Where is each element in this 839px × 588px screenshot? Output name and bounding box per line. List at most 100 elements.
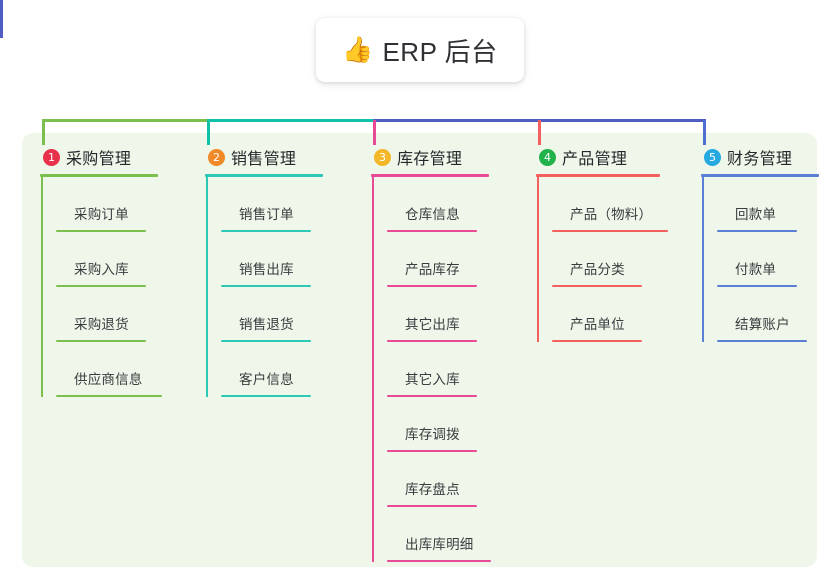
list-item-label: 供应商信息 <box>74 372 143 387</box>
branch-item-list: 采购订单采购入库采购退货供应商信息 <box>40 177 162 397</box>
thumbs-up-icon: 👍 <box>342 35 374 64</box>
branch-title: 库存管理 <box>397 151 463 168</box>
connector-stub <box>42 120 45 145</box>
root-node-card[interactable]: 👍 ERP 后台 <box>316 18 524 82</box>
connector-stub <box>373 120 376 145</box>
list-item-label: 出库库明细 <box>405 537 474 552</box>
list-item[interactable]: 其它入库 <box>387 342 489 397</box>
list-item[interactable]: 产品分类 <box>552 232 660 287</box>
root-connector-stem <box>0 0 3 38</box>
list-item-rule <box>552 340 642 342</box>
branch-header-rule <box>536 174 660 177</box>
list-item-rule <box>221 395 311 397</box>
list-item-rule <box>56 395 162 397</box>
branch-header[interactable]: 5 财务管理 <box>701 145 819 169</box>
connector-stub <box>207 120 210 145</box>
list-item-label: 产品库存 <box>405 262 460 277</box>
branch-header[interactable]: 3 库存管理 <box>371 145 489 169</box>
list-item-rule <box>56 230 146 232</box>
branch-header[interactable]: 2 销售管理 <box>205 145 323 169</box>
list-item[interactable]: 库存调拨 <box>387 397 489 452</box>
branch-spine <box>537 177 539 342</box>
branch-header[interactable]: 4 产品管理 <box>536 145 660 169</box>
list-item[interactable]: 付款单 <box>717 232 819 287</box>
list-item-rule <box>387 560 491 562</box>
list-item-label: 付款单 <box>735 262 777 277</box>
branch-number-badge: 3 <box>374 148 391 166</box>
list-item[interactable]: 结算账户 <box>717 287 819 342</box>
list-item-label: 销售退货 <box>239 317 294 332</box>
branch-item-list: 销售订单销售出库销售退货客户信息 <box>205 177 323 397</box>
list-item[interactable]: 销售订单 <box>221 177 323 232</box>
branch-number-badge: 5 <box>704 148 721 166</box>
branch-item-list: 仓库信息产品库存其它出库其它入库库存调拨库存盘点出库库明细 <box>371 177 491 562</box>
list-item-rule <box>552 230 668 232</box>
list-item[interactable]: 其它出库 <box>387 287 489 342</box>
list-item[interactable]: 采购退货 <box>56 287 158 342</box>
list-item-rule <box>717 340 807 342</box>
list-item-rule <box>387 395 477 397</box>
list-item-rule <box>717 230 797 232</box>
list-item-label: 产品单位 <box>570 317 625 332</box>
list-item-rule <box>387 505 477 507</box>
list-item[interactable]: 供应商信息 <box>56 342 162 397</box>
list-item[interactable]: 销售出库 <box>221 232 323 287</box>
branch-column-销售管理: 2 销售管理销售订单销售出库销售退货客户信息 <box>205 145 323 397</box>
list-item[interactable]: 产品库存 <box>387 232 489 287</box>
list-item[interactable]: 仓库信息 <box>387 177 489 232</box>
branch-title: 产品管理 <box>562 151 628 168</box>
list-item[interactable]: 采购入库 <box>56 232 158 287</box>
branch-header-rule <box>205 174 323 177</box>
list-item[interactable]: 客户信息 <box>221 342 323 397</box>
list-item[interactable]: 库存盘点 <box>387 452 489 507</box>
branch-spine <box>41 177 43 397</box>
list-item-label: 采购入库 <box>74 262 129 277</box>
branch-column-产品管理: 4 产品管理产品（物料） 产品分类产品单位 <box>536 145 668 342</box>
list-item-label: 仓库信息 <box>405 207 460 222</box>
list-item-rule <box>552 285 642 287</box>
branch-title: 销售管理 <box>231 151 297 168</box>
list-item-label: 销售出库 <box>239 262 294 277</box>
root-node-title: ERP 后台 <box>382 36 498 67</box>
list-item-label: 客户信息 <box>239 372 294 387</box>
list-item-rule <box>56 285 146 287</box>
list-item-label: 其它出库 <box>405 317 460 332</box>
branch-column-财务管理: 5 财务管理回款单付款单结算账户 <box>701 145 819 342</box>
list-item-label: 产品分类 <box>570 262 625 277</box>
branch-number-badge: 2 <box>208 148 225 166</box>
list-item-label: 销售订单 <box>239 207 294 222</box>
branch-title: 财务管理 <box>727 151 793 168</box>
list-item-rule <box>387 340 477 342</box>
list-item[interactable]: 出库库明细 <box>387 507 491 562</box>
list-item-rule <box>221 340 311 342</box>
branch-item-list: 回款单付款单结算账户 <box>701 177 819 342</box>
connector-stub <box>703 120 706 145</box>
list-item-label: 结算账户 <box>735 317 790 332</box>
list-item-rule <box>387 230 477 232</box>
list-item-label: 其它入库 <box>405 372 460 387</box>
branch-spine <box>702 177 704 342</box>
list-item-rule <box>387 450 477 452</box>
list-item[interactable]: 销售退货 <box>221 287 323 342</box>
list-item[interactable]: 回款单 <box>717 177 819 232</box>
list-item-label: 库存盘点 <box>405 482 460 497</box>
list-item[interactable]: 产品单位 <box>552 287 660 342</box>
diagram-panel <box>22 133 817 567</box>
branch-header-rule <box>371 174 489 177</box>
list-item-label: 采购订单 <box>74 207 129 222</box>
list-item[interactable]: 采购订单 <box>56 177 158 232</box>
branch-number-badge: 4 <box>539 148 556 166</box>
branch-number-badge: 1 <box>43 148 60 166</box>
list-item[interactable]: 产品（物料） <box>552 177 668 232</box>
branch-spine <box>372 177 374 562</box>
branch-column-库存管理: 3 库存管理仓库信息产品库存其它出库其它入库库存调拨库存盘点出库库明细 <box>371 145 491 562</box>
list-item-label: 采购退货 <box>74 317 129 332</box>
list-item-rule <box>717 285 797 287</box>
connector-segment <box>207 119 376 122</box>
branch-header-rule <box>701 174 819 177</box>
connector-segment <box>42 119 210 122</box>
connector-segment <box>373 119 541 122</box>
